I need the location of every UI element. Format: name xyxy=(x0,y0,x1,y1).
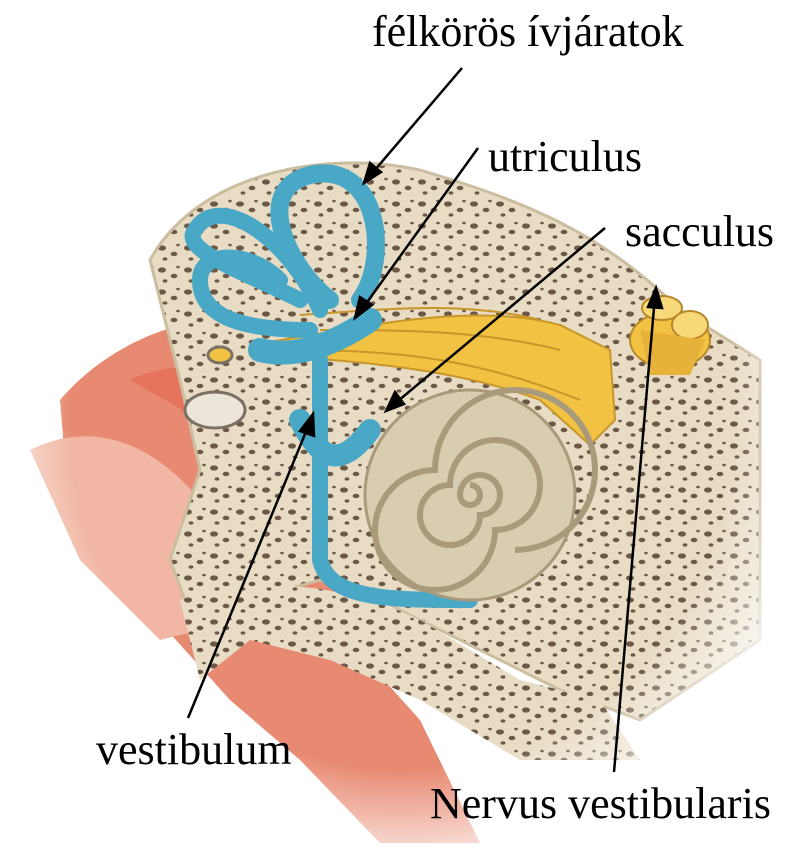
label-semicircular-canals: félkörös ívjáratok xyxy=(372,10,684,54)
label-sacculus: sacculus xyxy=(625,210,774,254)
label-utriculus: utriculus xyxy=(488,135,642,179)
label-nervus-vestibularis: Nervus vestibularis xyxy=(430,782,771,826)
label-vestibulum: vestibulum xyxy=(96,728,292,772)
